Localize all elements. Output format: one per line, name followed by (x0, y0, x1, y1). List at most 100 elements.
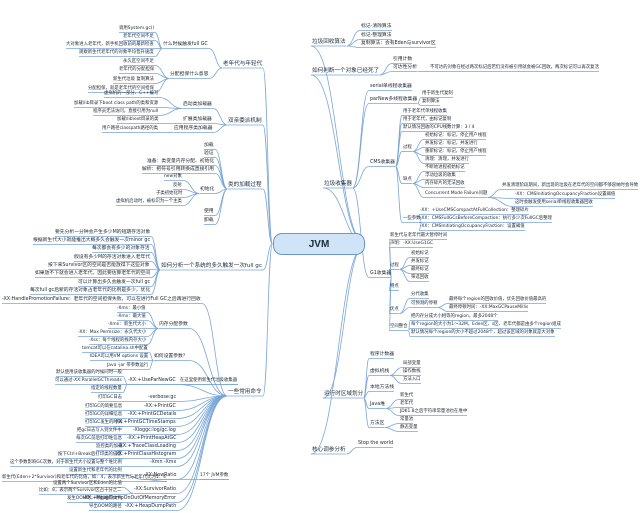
node-a4a[interactable]: 要先分析一分钟会产生多少M的短期存活对象 (55, 230, 151, 235)
node-a5d2[interactable]: 可以通过-XX:ParallelGCThreads (55, 378, 122, 383)
node-b3d5a[interactable]: 分代收集 (411, 292, 429, 297)
node-a1a1[interactable]: 调用System.gc() (119, 26, 155, 31)
node-a5[interactable]: 一些常用命令 (228, 388, 262, 395)
node-a1b[interactable]: 分配担保什么意思 (170, 72, 209, 77)
node-a5n0[interactable]: 17个 JVM参数 (200, 473, 229, 478)
node-a1b3[interactable]: 新生代垃圾 复制算法 (113, 77, 154, 82)
node-a4h[interactable]: 每次full gc后新的存活对象占老年代的比例是多少，优化 (30, 288, 151, 293)
node-a3g[interactable]: 卸载 (204, 218, 214, 223)
node-a3a[interactable]: 加载 (204, 143, 214, 148)
node-b3c4d[interactable]: 清理：清理，并发进行 (425, 157, 469, 162)
node-a3f[interactable]: 使用 (204, 209, 214, 214)
node-a5j1[interactable]: 每次GC前后打印堆信息 (76, 436, 122, 441)
node-a5o1[interactable]: 设置两个Survivor区和Eden的比值 (53, 481, 122, 486)
node-a4d[interactable]: 假设有多少M的存活对象进入老年代 (74, 255, 151, 260)
node-a5k1[interactable]: 监控类的加载 (96, 444, 123, 449)
node-a5p[interactable]: -XX:+HeapDumpOnOutOfMemoryError (83, 496, 176, 501)
node-a5a[interactable]: -XX:HandlePromotionFailure：老年代的空间担保失败，可以… (2, 297, 201, 302)
node-b1c[interactable]: 复制算法：会有Eden与survivor区 (361, 41, 436, 46)
node-b3d3b[interactable]: 并发标记 (411, 259, 429, 264)
node-a1a[interactable]: 什么时候触发full GC (163, 42, 208, 47)
node-b1b[interactable]: 标记-整理算法 (361, 33, 392, 38)
node-b4b1[interactable]: 局部变量 (403, 361, 421, 366)
node-a1a4[interactable]: 观察新生代老年代的对象平均晋升速度 (79, 50, 154, 55)
node-a4[interactable]: 如何分析一个系统的多久触发一次full gc (161, 262, 262, 269)
node-b3c4b[interactable]: 并发标记：标记，并发进行 (425, 141, 478, 146)
node-a5b4[interactable]: -XX：Max Permsize：永久代大小 (78, 330, 147, 335)
node-a3c[interactable]: 准备：类变量内存分配、初始化 (147, 159, 215, 164)
node-b3d3c[interactable]: 最终标记 (411, 267, 429, 272)
node-a5k[interactable]: -XX:+TraceClassLoading (118, 444, 176, 449)
node-a3[interactable]: 类的加载过程 (228, 181, 262, 188)
node-a3e3[interactable]: 子类初始化时 (156, 191, 183, 196)
node-a3e4[interactable]: 虚拟机启动时，被标识为一个主类 (116, 199, 182, 204)
node-a3d[interactable]: 解析：把符号引用转换成直接引用 (142, 167, 214, 172)
node-b3d5[interactable]: 优点 (390, 307, 399, 312)
node-a1b2[interactable]: 老年代的分配担保 (119, 67, 155, 72)
node-b3c5[interactable]: 缺点 (403, 177, 412, 182)
node-a2a3[interactable]: 程序员无法访问，直接引用为null (93, 109, 159, 114)
node-b2b1[interactable]: 不可达的对象在经过两次标记后若仍没有被引用就会被GC回收，两次标记可以再次复活 (430, 65, 599, 70)
node-a4e[interactable]: 按下来Survivor区的空间是否能放得下这些对象 (48, 263, 150, 268)
node-a5c3[interactable]: Java -jar 带参数运行 (107, 363, 149, 368)
node-a5f1[interactable]: 打印GC的简要信息 (85, 404, 123, 409)
node-b3c6a[interactable]: -XX：+UseCMSCompactAtFullCollection：整理碎片 (420, 208, 529, 213)
node-b4e[interactable]: 方法区 (370, 421, 385, 426)
node-b3c5d1[interactable]: 并发清理阶段期间，新出现的垃圾在老年代的空间都不够容纳时会导致 (502, 183, 639, 188)
node-b3c5d[interactable]: Concurrent Mode Failure问题 (425, 191, 488, 196)
node-a1b1[interactable]: 永久区空间不足 (123, 59, 154, 64)
node-a1b4[interactable]: 分配担保，就是老年代的空间担保 (88, 86, 154, 91)
node-a5f[interactable]: -XX:+PrintGC (144, 404, 176, 409)
node-a5m1[interactable]: 这个参数影响GC次数，对于新生代大小设置与整个堆比例 (10, 460, 122, 465)
node-b4b[interactable]: 虚拟机栈 (370, 369, 390, 374)
node-b2[interactable]: 如何判断一个对象已经死了 (312, 67, 380, 74)
node-b3d5b[interactable]: 可预测的停顿 (411, 301, 438, 306)
node-b3d3[interactable]: 过程 (390, 263, 399, 268)
node-a2a[interactable]: 启动类加载器 (183, 102, 212, 107)
node-b2a[interactable]: 引用计数 (393, 57, 413, 62)
node-a5c1[interactable]: tomcat可以在catalina.sh中配置 (82, 346, 148, 351)
node-b3c2[interactable]: 用于老年代，由标记复制 (403, 117, 452, 122)
node-a5e1[interactable]: 打印GC日志 (98, 395, 123, 400)
node-a5q1[interactable]: 导出OOM的路径 (89, 504, 122, 509)
root-node[interactable]: JVM (273, 233, 365, 255)
node-a3e2[interactable]: 反射 (173, 183, 182, 188)
node-a5b1[interactable]: -Xms：最小值 (117, 306, 146, 311)
node-a5h1[interactable]: 打印GC发生的时间 (85, 420, 123, 425)
node-a5e[interactable]: -verbose:gc (148, 395, 177, 400)
node-b3c6c[interactable]: -XX：CMSInitiatingOccupancyFraction：设置阈值 (420, 224, 525, 229)
node-a1a2[interactable]: 老年代空间不足 (123, 34, 154, 39)
node-b3c5d3[interactable]: 这时会触发使用serial单线程收集器回收 (515, 200, 593, 205)
node-b4d3[interactable]: JDK1.8之后字符串常量池也在堆中 (400, 409, 468, 414)
node-b3c5b[interactable]: 浮动垃圾的收集 (425, 173, 456, 178)
node-b3c5c[interactable]: 内存碎片的无法回收 (425, 181, 465, 186)
node-b2b[interactable]: 可达性分析 (393, 65, 417, 70)
node-b3c4c[interactable]: 重新标记：标记，停止用户线程 (425, 149, 487, 154)
node-b3d6b[interactable]: 每个region的大小为1～32M，Eden区、s区、老年代都是由多个regio… (411, 322, 561, 327)
node-b3d2[interactable]: 声明：-XX:UseG1GC (390, 241, 434, 246)
node-a1a3[interactable]: 大对象进入老年代，新手机回收前的最新检查 (66, 42, 154, 47)
node-a5l1[interactable]: 按下Ctrl+Break后打印类的信息 (58, 452, 122, 457)
node-a2a1[interactable]: 虚拟机的一部分、C++编写 (104, 91, 159, 96)
node-a3e[interactable]: 初始化 (200, 187, 215, 192)
node-a5d[interactable]: -XX:+UseParNewGC (128, 378, 176, 383)
node-a2[interactable]: 双亲委派机制 (228, 117, 262, 124)
node-b1[interactable]: 垃圾回收算法 (312, 38, 346, 45)
node-a5q[interactable]: -XX:+HeapDumpPath (125, 504, 177, 509)
node-b3c5a[interactable]: 不断地进程初始标记 (425, 165, 465, 170)
node-a5i1[interactable]: 把gc日志写入到文件中 (77, 428, 122, 433)
node-a4b[interactable]: 根据新生代大小就能推出大概多久会触发一次minor gc (33, 238, 151, 243)
node-b4a[interactable]: 程序计数器 (370, 352, 394, 357)
node-a5i[interactable]: -Xloggc:log/gc.log (133, 428, 176, 433)
node-b3b[interactable]: parNew多线程收集器 (370, 97, 418, 102)
node-a5o2[interactable]: 比如：8，表示两个Survivor区占十分之二 (39, 488, 122, 493)
node-b3c3[interactable]: 默认情况回收的CPU线数计算：3 / 4 (403, 125, 475, 130)
node-a4g[interactable]: 可以计算出多久会触发一次full gc (78, 280, 151, 285)
node-b4b3[interactable]: 方法入口 (403, 377, 421, 382)
node-b3d5b2[interactable]: 最终停顿时间：-XX:MaxGCPauseMillis (449, 305, 529, 310)
node-a5c2[interactable]: IDEA可以用VM options 设置 (90, 354, 149, 359)
node-a5o[interactable]: -XX:SurvivorRatio (134, 487, 176, 492)
node-b3d6c[interactable]: 默认情况每个region的大小不超过2048个，超过该区域的对象就是大对象 (411, 330, 555, 335)
node-a5n2[interactable]: 新生代(Eden+2*Survivor)和老年代的比值，如：4，表示新生代与老年… (2, 475, 166, 480)
node-a3e1[interactable]: new对象 (164, 174, 182, 179)
